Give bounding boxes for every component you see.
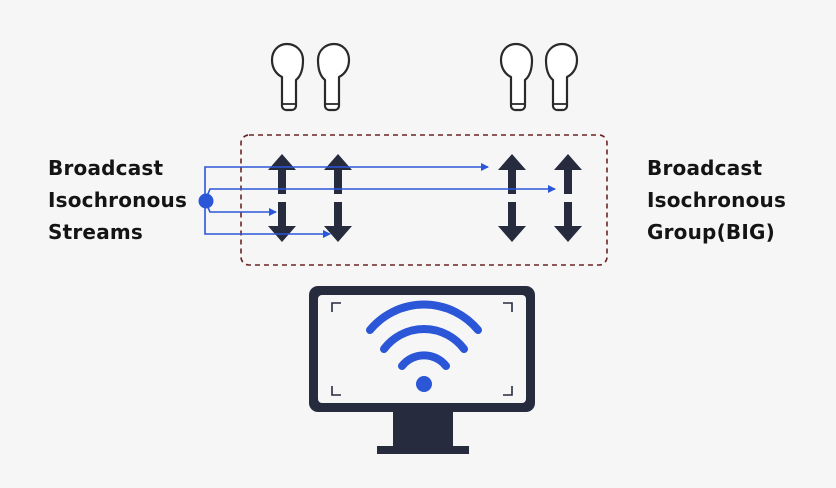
label-line: Isochronous bbox=[647, 188, 787, 212]
label-line: Broadcast bbox=[48, 156, 164, 180]
big-group-box bbox=[240, 134, 608, 266]
label-line: Streams bbox=[48, 220, 144, 244]
broadcast-isochronous-streams-label: Broadcast Isochronous Streams bbox=[48, 152, 187, 248]
monitor-wifi-icon bbox=[309, 286, 535, 454]
label-line: Isochronous bbox=[48, 188, 188, 212]
stream-source-dot bbox=[198, 193, 214, 209]
bis-arrow-icon bbox=[554, 154, 582, 242]
earbud-pair-left-icon bbox=[270, 42, 351, 112]
earbud-pair-right-icon bbox=[499, 42, 579, 112]
broadcast-isochronous-group-label: Broadcast Isochronous Group(BIG) bbox=[647, 152, 786, 248]
stream-connectors bbox=[204, 163, 556, 238]
label-line: Broadcast bbox=[647, 156, 763, 180]
label-line: Group(BIG) bbox=[647, 220, 775, 244]
bis-arrow-icon bbox=[498, 154, 526, 242]
